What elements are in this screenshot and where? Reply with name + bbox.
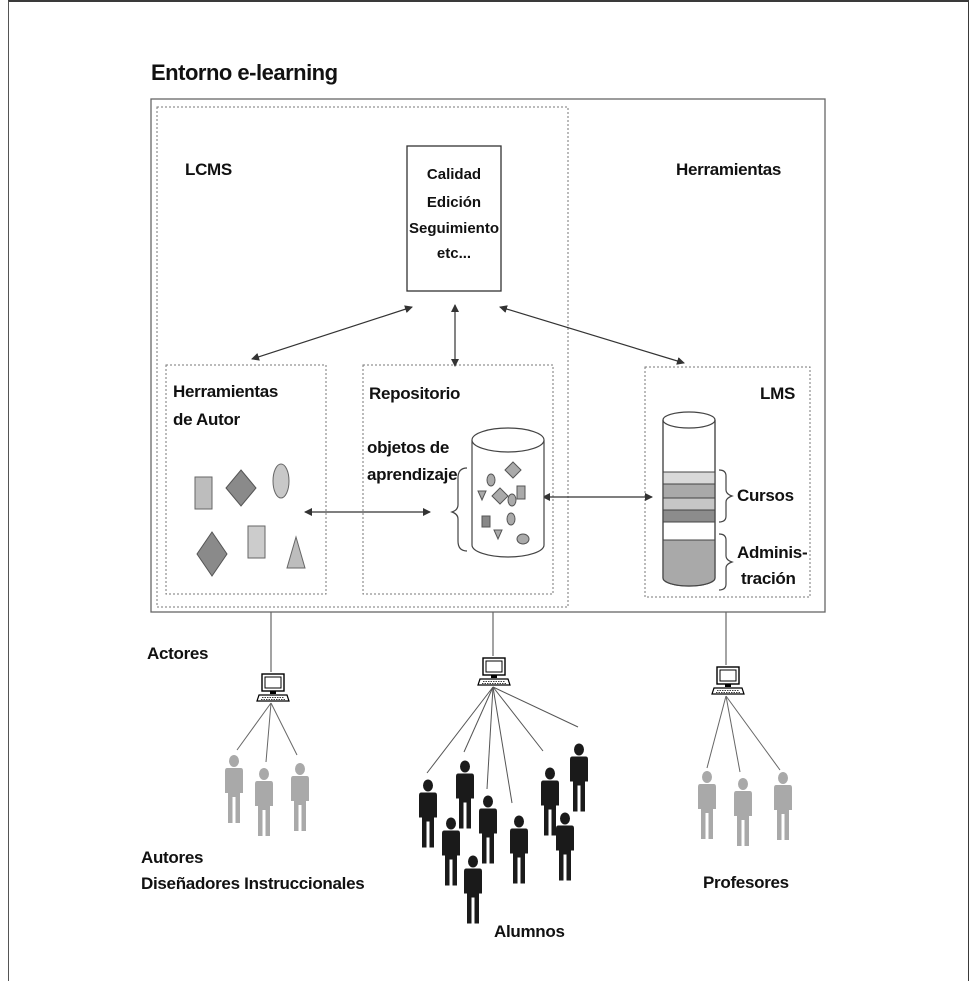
services-box	[406, 145, 502, 292]
disenadores-label: Diseñadores Instruccionales	[141, 874, 365, 893]
person-icon	[734, 778, 752, 846]
authoring-label-line2: de Autor	[173, 410, 240, 429]
person-icon	[510, 815, 528, 884]
profesores-label: Profesores	[703, 873, 789, 892]
person-icon	[291, 763, 309, 831]
objects-label-line1: objetos de	[367, 438, 450, 457]
computer-icon	[256, 673, 290, 702]
services-line-edicion: Edición	[426, 194, 482, 211]
page-frame	[8, 0, 969, 981]
person-icon	[479, 795, 497, 864]
autores-label: Autores	[141, 848, 204, 867]
person-icon	[570, 743, 588, 812]
objects-brace	[450, 467, 468, 552]
computer-icon	[477, 657, 511, 686]
person-icon	[541, 767, 559, 836]
authoring-label-line1: Herramientas	[173, 382, 279, 401]
cursos-label: Cursos	[737, 486, 794, 505]
lms-label: LMS	[760, 384, 795, 403]
cursos-brace	[718, 469, 734, 523]
arrow-services-lms	[499, 305, 685, 365]
square-shape	[247, 525, 266, 559]
admin-label-line2: tración	[741, 569, 796, 588]
diamond-shape	[225, 469, 257, 507]
authoring-tools-box	[165, 364, 327, 595]
computer-icon	[711, 666, 745, 695]
repository-box	[362, 364, 554, 595]
person-icon	[456, 760, 474, 829]
services-line-seguimiento: Seguimiento	[408, 220, 499, 237]
objects-label-line2: aprendizaje	[367, 465, 458, 484]
square-shape	[194, 476, 213, 510]
admin-brace	[718, 533, 734, 591]
environment-box	[150, 98, 826, 613]
person-icon	[442, 817, 460, 886]
herramientas-label: Herramientas	[676, 160, 782, 179]
alumnos-label: Alumnos	[494, 922, 565, 941]
repository-label: Repositorio	[369, 384, 461, 403]
person-icon	[255, 768, 273, 836]
person-icon	[419, 779, 437, 848]
repository-cylinder-icon	[471, 427, 545, 558]
diamond-shape	[196, 531, 228, 577]
arrow-services-authoring	[251, 305, 413, 361]
services-line-etc: etc...	[436, 245, 472, 262]
lcms-label: LCMS	[185, 160, 232, 179]
triangle-shape	[286, 535, 306, 569]
oval-shape	[272, 463, 290, 499]
person-icon	[464, 855, 482, 924]
person-icon	[774, 772, 792, 840]
diagram-title: Entorno e-learning	[151, 60, 338, 85]
services-line-calidad: Calidad	[426, 166, 482, 183]
lms-box	[644, 366, 811, 598]
lms-cylinder-icon	[662, 411, 716, 587]
person-icon	[556, 812, 574, 881]
person-icon	[225, 755, 243, 823]
admin-label-line1: Adminis-	[737, 543, 808, 562]
actors-label: Actores	[147, 644, 209, 663]
person-icon	[698, 771, 716, 839]
